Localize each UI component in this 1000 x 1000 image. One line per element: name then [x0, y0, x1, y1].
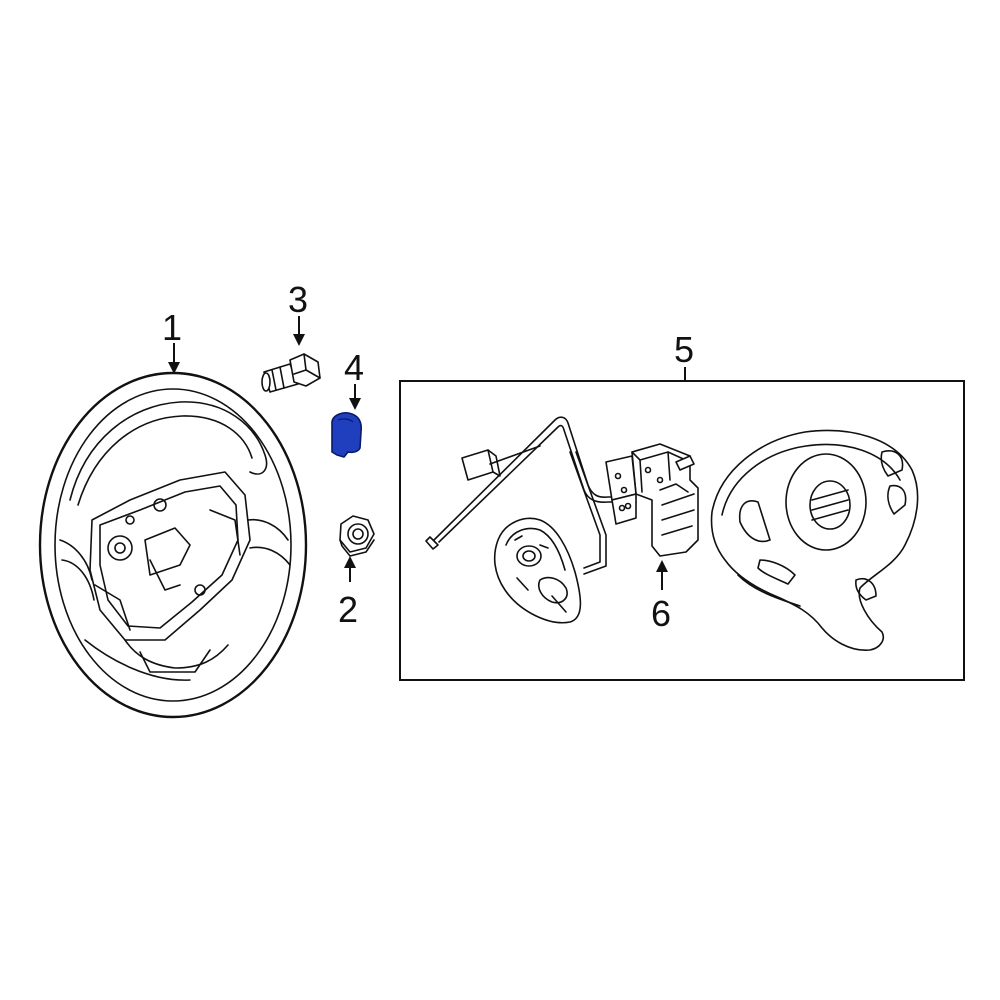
callout-2: 2 [338, 589, 358, 630]
switch-module-illustration[interactable] [605, 443, 699, 557]
nut-illustration[interactable] [339, 515, 375, 557]
wiring-harness-illustration[interactable] [425, 416, 637, 624]
callout-6: 6 [651, 593, 671, 634]
callout-4: 4 [344, 347, 364, 388]
steering-wheel-illustration[interactable] [38, 371, 308, 719]
callout-3: 3 [288, 279, 308, 320]
callout-1: 1 [162, 307, 182, 348]
callout-5: 5 [674, 329, 694, 370]
airbag-module-illustration[interactable] [710, 429, 919, 651]
switch-assembly-box [399, 367, 965, 681]
bolt-illustration[interactable] [261, 353, 321, 393]
highlighted-cap-illustration[interactable] [331, 412, 363, 458]
